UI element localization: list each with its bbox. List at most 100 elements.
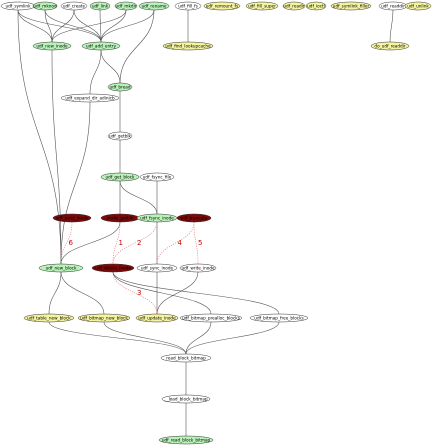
node-label: udf_fill_fs xyxy=(178,4,198,9)
graph-node: udf_read_block_bitmap xyxy=(158,435,214,445)
edge-n2-n15 xyxy=(44,9,53,43)
graph-node: udf_mkdir xyxy=(114,1,138,11)
graph-node: udf_get_block xyxy=(100,172,140,182)
edge-n2-n16 xyxy=(44,9,102,43)
node-ellipse xyxy=(136,263,178,273)
node-label: udf_truncate xyxy=(181,216,208,221)
node-ellipse xyxy=(114,1,138,11)
node-ellipse xyxy=(138,1,170,11)
edge-n3-n15 xyxy=(51,9,75,43)
node-ellipse xyxy=(330,1,372,11)
graph-node: udf_update_inode xyxy=(135,313,179,323)
node-label: udf_new_block xyxy=(46,266,77,271)
node-ellipse xyxy=(100,172,140,182)
graph-node: udf_new_block xyxy=(38,263,84,273)
node-label: udf_mknod xyxy=(33,4,57,9)
node-ellipse xyxy=(139,172,175,182)
edge-n5-n15 xyxy=(51,9,127,43)
node-label: udf_find_lookupcache xyxy=(165,44,211,49)
node-label: udf_bitmap_prealloc_blocks xyxy=(182,316,240,321)
edge-n20-n28 xyxy=(60,101,91,265)
graph-node: udf_bitmap_prealloc_blocks xyxy=(179,313,243,323)
node-ellipse xyxy=(32,1,58,11)
graph-node: udf_evict_inode xyxy=(52,213,92,223)
graph-node: udf_sync_inode xyxy=(136,263,178,273)
edge-n33-n37 xyxy=(103,321,187,355)
graph-node: udf_symlink xyxy=(0,1,36,11)
graph-node: udf_link xyxy=(89,1,111,11)
edge-n29-n34 xyxy=(112,271,158,315)
node-ellipse xyxy=(135,313,179,323)
graph-node: udf_rename xyxy=(138,1,170,11)
edge-n16-n19 xyxy=(100,49,121,84)
edge-label: 2 xyxy=(137,239,141,247)
graph-node: udf_fill_super xyxy=(245,1,279,11)
node-ellipse xyxy=(107,131,133,141)
node-label: udf_mkdir xyxy=(116,4,137,9)
edge-n22-n26 xyxy=(119,180,158,215)
graph-node: udf_fill_fs xyxy=(174,1,202,11)
edge-n5-n16 xyxy=(100,9,127,43)
node-label: udf_bitmap_free_blocks xyxy=(254,316,303,321)
graph-node: udf_bread xyxy=(107,82,133,92)
node-label: udf_write_inode xyxy=(181,266,215,271)
node-label: udf_new_inode xyxy=(36,44,68,49)
node-ellipse xyxy=(370,41,410,51)
node-ellipse xyxy=(107,82,133,92)
graph-node: read_block_bitmap xyxy=(160,353,212,363)
node-ellipse xyxy=(77,313,131,323)
node-ellipse xyxy=(91,263,135,273)
node-ellipse xyxy=(89,1,111,11)
node-ellipse xyxy=(176,213,212,223)
node-label: udf_symlink_filler xyxy=(333,4,370,9)
edge-label: 1 xyxy=(119,239,123,247)
graph-node: inode_getblk xyxy=(100,213,140,223)
node-label: udf_add_entry xyxy=(86,44,116,49)
edge-n28-n32 xyxy=(48,271,62,315)
graph-node: do_udf_readdir xyxy=(370,41,410,51)
edge-n36-n37 xyxy=(185,321,280,355)
graph-node: udf_ioctl xyxy=(305,1,327,11)
edge-n28-n33 xyxy=(60,271,105,315)
node-label: udf_fsync_inode xyxy=(140,216,174,221)
graph-node: udf_mknod xyxy=(32,1,58,11)
node-ellipse xyxy=(174,1,202,11)
edge-label: 3 xyxy=(137,289,141,297)
node-label: do_udf_readdir xyxy=(374,44,405,49)
node-ellipse xyxy=(158,435,214,445)
node-ellipse xyxy=(52,213,92,223)
graph-node: udf_unlink xyxy=(404,1,432,11)
edge-n3-n16 xyxy=(73,9,102,43)
edge-label: 5 xyxy=(198,239,202,247)
node-label: udf_create xyxy=(63,4,86,9)
node-label: udf_evict_inode xyxy=(56,216,89,221)
node-label: udf_getblk xyxy=(109,134,132,139)
graph-node: udf_write_inode xyxy=(179,263,217,273)
graph-node: udf_bitmap_new_block xyxy=(77,313,131,323)
node-label: udf_symlink xyxy=(5,4,31,9)
edge-n35-n37 xyxy=(185,321,212,355)
node-ellipse xyxy=(282,1,306,11)
node-label: udf_fsync_file xyxy=(143,175,172,180)
edge-n25-n28 xyxy=(60,221,121,265)
node-ellipse xyxy=(160,353,212,363)
graph-node: udf_remount_fs xyxy=(203,1,241,11)
graph-node: udf_delete_inode xyxy=(91,263,135,273)
edge-n27-n30 xyxy=(156,221,195,265)
edge-n1-n16 xyxy=(17,9,102,43)
node-ellipse xyxy=(305,1,327,11)
edge-n13-n18 xyxy=(389,9,394,43)
node-ellipse xyxy=(179,263,217,273)
node-label: udf_bitmap_new_block xyxy=(80,316,128,321)
graph-node: udf_new_inode xyxy=(32,41,72,51)
graph-node: udf_add_entry xyxy=(81,41,121,51)
node-ellipse xyxy=(60,93,120,103)
node-label: udf_update_inode xyxy=(138,316,176,321)
edge-n4-n16 xyxy=(99,9,102,43)
graph-node: udf_fsync_file xyxy=(139,172,175,182)
node-ellipse xyxy=(161,394,211,404)
node-ellipse xyxy=(249,313,309,323)
node-label: udf_delete_inode xyxy=(95,266,131,271)
